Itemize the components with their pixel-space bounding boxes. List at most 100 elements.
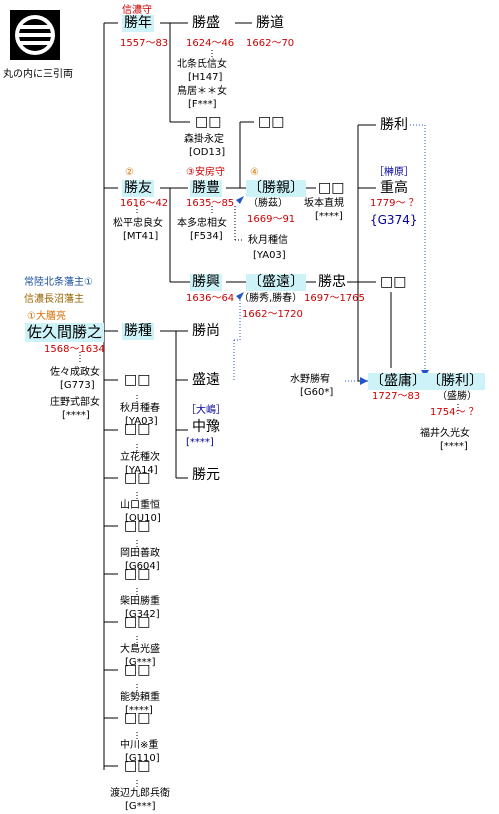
katsutomo-title: ② (125, 167, 134, 178)
child-5-code: [G342] (125, 609, 160, 620)
child-3-spouse: 山口重恒 (120, 500, 160, 511)
crest-caption: 丸の内に三引両 (3, 69, 73, 80)
unknown-1-code: [OD13] (189, 147, 226, 158)
unknown-3-code: [****] (315, 211, 343, 222)
child-4-code: [G604] (125, 561, 160, 572)
katsumori-wife-2: 鳥居＊＊女 (177, 86, 227, 97)
child-6-spouse: 大島光盛 (120, 644, 160, 655)
child-6-code: [G***] (125, 657, 156, 668)
katsutoyo-name: 勝豊 (190, 180, 222, 197)
katsutada-name: 勝忠 (318, 274, 346, 290)
root-name: 佐久間勝之 (25, 323, 105, 342)
katsutoyo-years: 1635〜85 (186, 198, 235, 209)
katsuchika-title: ④ (250, 167, 259, 178)
root-title-3: ①大膳亮 (27, 311, 66, 322)
katsutomo-years: 1616〜42 (120, 198, 169, 209)
katsutoshi-3-name: 〔勝利〕 (425, 373, 485, 390)
family-crest-icon (10, 10, 60, 60)
unknown-4-name: □□ (380, 274, 407, 290)
moriyasu-years: 1727〜83 (372, 391, 421, 402)
katsutoshi-3-years: 1754〜 ？ (430, 407, 479, 418)
child-6-name: □□ (124, 614, 151, 630)
katsutoshi-years: 1557〜83 (120, 38, 169, 49)
katsutomo-name: 勝友 (122, 180, 154, 197)
child-2-spouse: 立花種次 (120, 452, 160, 463)
child-3-name: □□ (124, 470, 151, 486)
katsuoki-years: 1636〜64 (186, 293, 235, 304)
child-2-name: □□ (124, 421, 151, 437)
child-1-code: [YA03] (125, 416, 158, 427)
katsutane-name: 勝種 (122, 323, 154, 340)
katsutoshi-3-wife: 福井久光女 (420, 428, 470, 439)
root-wife-2-code: [****] (62, 410, 90, 421)
katsumori-wife-1: 北条氏信女 (177, 59, 227, 70)
child-7-code: [****] (125, 705, 153, 716)
unknown-1-spouse: 森掛永定 (184, 134, 224, 145)
katsumoto-name: 勝元 (192, 467, 220, 483)
katsumichi-years: 1662〜70 (246, 38, 295, 49)
katsutoshi-title: 信濃守 (122, 5, 152, 16)
katsumori-name: 勝盛 (192, 15, 220, 31)
katsutomo-wife-code: [MT41] (123, 231, 159, 242)
child-1-name: □□ (124, 372, 151, 388)
nakayoshi-name: 中豫 (192, 419, 220, 435)
katsutoyo-wife-code: [F534] (190, 231, 223, 242)
katsutoshi-3-wife-code: [****] (440, 441, 468, 452)
akizuki-code: [YA03] (253, 250, 286, 261)
child-4-spouse: 岡田善政 (120, 548, 160, 559)
katsuoki-name: 勝興 (190, 274, 222, 291)
katsumori-wife-2-code: [F***] (188, 99, 217, 110)
katsutoshi-2-name: 勝利 (380, 117, 408, 133)
katsunao-name: 勝尚 (192, 323, 220, 339)
shigetaka-name: 重高 (380, 180, 408, 196)
katsutoshi-3-alias: （盛勝） (437, 391, 477, 402)
root-wife-2: 庄野式部女 (50, 397, 100, 408)
child-8-name: □□ (124, 710, 151, 726)
katsumichi-name: 勝道 (256, 15, 284, 31)
nakayoshi-code: [****] (186, 437, 214, 448)
root-years: 1568〜1634 (44, 344, 105, 355)
moriyasu-name: 〔盛庸〕 (368, 373, 428, 390)
root-wife-1-code: [G773] (60, 380, 95, 391)
moritou-2-alias: （勝秀,勝春） (239, 293, 303, 304)
unknown-1-name: □□ (195, 114, 222, 130)
katsuchika-alias: （勝茲） (248, 198, 288, 209)
child-1-spouse: 秋月種春 (120, 403, 160, 414)
katsuchika-years: 1669〜91 (247, 214, 296, 225)
child-7-spouse: 能勢頼重 (120, 692, 160, 703)
child-2-code: [YA14] (125, 465, 158, 476)
moritou-2-years: 1662〜1720 (242, 309, 303, 320)
katsutomo-wife: 松平忠良女 (113, 218, 163, 229)
moritou-name: 盛遠 (192, 372, 220, 388)
shigetaka-code: {G374} (370, 213, 418, 227)
katsumori-wife-1-code: [H147] (188, 72, 223, 83)
katsuchika-name: 〔勝親〕 (246, 180, 306, 197)
child-9-name: □□ (124, 758, 151, 774)
child-8-code: [G110] (125, 753, 160, 764)
adopter-code: [G60*] (300, 387, 334, 398)
child-9-code: [G***] (125, 801, 156, 812)
katsutoyo-title: ③安房守 (186, 167, 225, 178)
root-title-2: 信濃長沼藩主 (24, 294, 84, 305)
shigetaka-years: 1779〜 ？ (370, 198, 419, 209)
shigetaka-clan: ［榊原］ (374, 167, 414, 178)
child-5-spouse: 柴田勝重 (120, 596, 160, 607)
katsutada-years: 1697〜1765 (304, 293, 365, 304)
child-9-spouse: 渡辺九郎兵衛 (110, 788, 170, 799)
root-title-1: 常陸北条藩主① (24, 277, 93, 288)
akizuki-name: 秋月種信 (248, 235, 288, 246)
root-wife-1: 佐々成政女 (50, 367, 100, 378)
katsutoshi-name: 勝年 (122, 15, 154, 32)
child-8-spouse: 中川※重 (120, 740, 159, 751)
unknown-3-spouse: 坂本直規 (304, 198, 344, 209)
unknown-2-name: □□ (258, 114, 285, 130)
katsutoyo-wife: 本多忠相女 (177, 218, 227, 229)
child-7-name: □□ (124, 662, 151, 678)
child-3-code: [OU10] (125, 513, 161, 524)
child-5-name: □□ (124, 566, 151, 582)
moritou-2-name: 〔盛遠〕 (246, 274, 306, 291)
nakayoshi-clan: ［大嶋］ (186, 405, 226, 416)
katsumori-years: 1624〜46 (186, 38, 235, 49)
child-4-name: □□ (124, 518, 151, 534)
adopter-name: 水野勝宥 (290, 374, 330, 385)
